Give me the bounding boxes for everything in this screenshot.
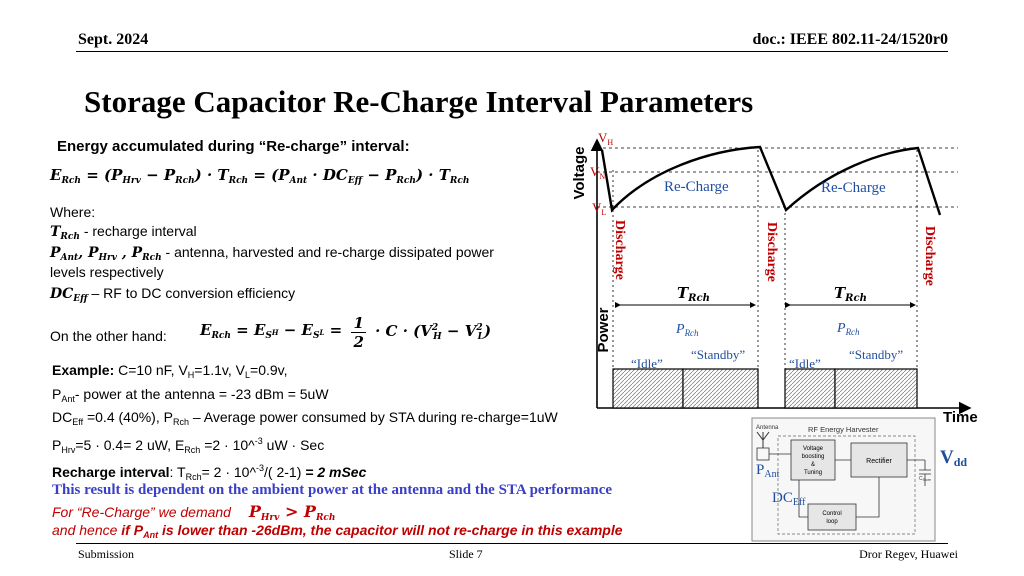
idle-label-2: “Idle” <box>789 356 821 371</box>
footer-submission: Submission <box>78 547 135 561</box>
vh-label: VH <box>598 130 613 147</box>
voltage-axis-label: Voltage <box>571 146 588 199</box>
pant-label: PAnt <box>756 462 780 480</box>
slide-title: Storage Capacitor Re-Charge Interval Par… <box>84 84 754 119</box>
vb-text-3: & <box>811 462 815 468</box>
eq1-mid: ) · T <box>194 166 229 184</box>
eq1-lhs: E <box>50 166 62 184</box>
fraction-numerator: 1 <box>351 314 366 333</box>
discharge-label-2: Discharge <box>764 222 779 282</box>
example-line-5: Recharge interval: TRch= 2 · 10^-3/( 2-1… <box>52 463 367 482</box>
eq1-minus1: − P <box>140 166 176 184</box>
eq1-lhs-sub: Rch <box>61 176 81 186</box>
footer-author: Dror Regev, Huawei <box>859 547 958 561</box>
example-line-4: PHrv=5 · 0.4= 2 uW, ERch =2 · 10^-3 uW ·… <box>52 435 325 455</box>
where-line-levels: levels respectively <box>50 264 164 280</box>
control-loop-block <box>807 503 857 531</box>
eq1-dot: · DC <box>307 166 348 184</box>
power-bar-standby-2 <box>834 368 918 409</box>
eq1-rch2: Rch <box>228 176 249 186</box>
idle-label-1: “Idle” <box>631 356 663 371</box>
footer-rule <box>76 543 948 544</box>
energy-heading: Energy accumulated during “Re-charge” in… <box>57 138 410 155</box>
prch-label-2: PRch <box>836 321 860 337</box>
voltage-boosting-block <box>790 439 836 481</box>
ambient-power-note: This result is dependent on the ambient … <box>52 482 613 498</box>
eq1-hrv: Hrv <box>122 176 141 186</box>
eq1-eff: Eff <box>347 176 363 186</box>
control-text-2: loop <box>826 519 838 525</box>
eq1-part1: = (P <box>86 166 123 184</box>
header-date: Sept. 2024 <box>78 31 149 48</box>
where-line-dceff: DCEff – RF to DC conversion efficiency <box>50 285 296 304</box>
antenna-label: Antenna <box>756 425 779 431</box>
header-doc-id: doc.: IEEE 802.11-24/1520r0 <box>752 31 948 48</box>
time-axis-label: Time <box>943 409 978 426</box>
rectifier-block <box>850 442 908 478</box>
antenna-icon <box>756 431 770 448</box>
trch-label-1: TRch <box>677 284 710 304</box>
eq1-rch4: Rch <box>449 176 470 186</box>
prch-label-1: PRch <box>675 322 699 338</box>
eq1-rch1: Rch <box>175 176 195 186</box>
rectifier-text: Rectifier <box>866 458 892 465</box>
recharge-label-2: Re-Charge <box>821 180 886 196</box>
power-bar-idle-1 <box>612 368 684 409</box>
fraction-denominator: 2 <box>353 333 364 351</box>
vdd-label: Vdd <box>940 447 968 469</box>
example-line-2: PAnt- power at the antenna = -23 dBm = 5… <box>52 385 329 404</box>
header-rule <box>76 51 948 52</box>
trch-label-2: TRch <box>834 284 867 304</box>
eq1-minus2: − P <box>362 166 397 184</box>
eq1-end: ) · T <box>415 166 450 184</box>
recharge-label-1: Re-Charge <box>664 179 729 195</box>
storage-capacitor-icon <box>919 460 931 486</box>
control-text-1: Control <box>822 511 841 517</box>
eq1-eq: = (P <box>248 166 290 184</box>
circuit-wires <box>769 453 925 518</box>
hence-line: and hence if PAnt is lower than -26dBm, … <box>52 522 623 540</box>
footer-slide-number: Slide 7 <box>449 547 483 561</box>
harvester-boundary <box>777 435 916 535</box>
energy-equation: ERch = (PHrv − PRch) · TRch = (PAnt · DC… <box>50 166 469 190</box>
example-block: Example: C=10 nF, VH=1.1v, VL=0.9v, PAnt… <box>52 361 558 487</box>
capacitor-energy-equation: ERch = ESH − ESL = 1 2 · C · (V2H − V2L) <box>200 314 492 351</box>
where-label: Where: <box>50 204 96 220</box>
cstore-label: CStore <box>919 476 931 482</box>
example-line-1: Example: C=10 nF, VH=1.1v, VL=0.9v, <box>52 362 288 380</box>
vb-text-1: Voltage <box>803 446 824 452</box>
other-hand-label: On the other hand: <box>50 328 167 344</box>
voltage-waveform <box>600 145 942 216</box>
example-line-3: DCEff =0.4 (40%), PRch – Average power c… <box>52 409 558 427</box>
standby-label-2: “Standby” <box>849 347 903 362</box>
discharge-label-1: Discharge <box>612 220 627 280</box>
vb-text-2: boosting <box>802 454 825 460</box>
eq1-ant: Ant <box>289 176 308 186</box>
demand-line: For “Re-Charge” we demand PHrv > PRch <box>52 502 336 523</box>
vl-label: VL <box>592 200 606 217</box>
circuit-title: RF Energy Harvester <box>808 425 879 434</box>
vn-label: VN <box>590 164 605 181</box>
where-line-powers: PAnt, PHrv , PRch - antenna, harvested a… <box>50 244 494 263</box>
power-axis-label: Power <box>595 307 612 352</box>
discharge-label-3: Discharge <box>922 226 937 286</box>
eq1-rch3: Rch <box>396 176 416 186</box>
power-bar-standby-1 <box>682 368 759 409</box>
dceff-label: DCEff <box>772 490 806 508</box>
where-line-trch: TRch - recharge interval <box>50 223 197 242</box>
vb-text-4: Tuning <box>804 470 822 476</box>
demand-inequality: PHrv > PRch <box>248 502 336 523</box>
standby-label-1: “Standby” <box>691 347 745 362</box>
